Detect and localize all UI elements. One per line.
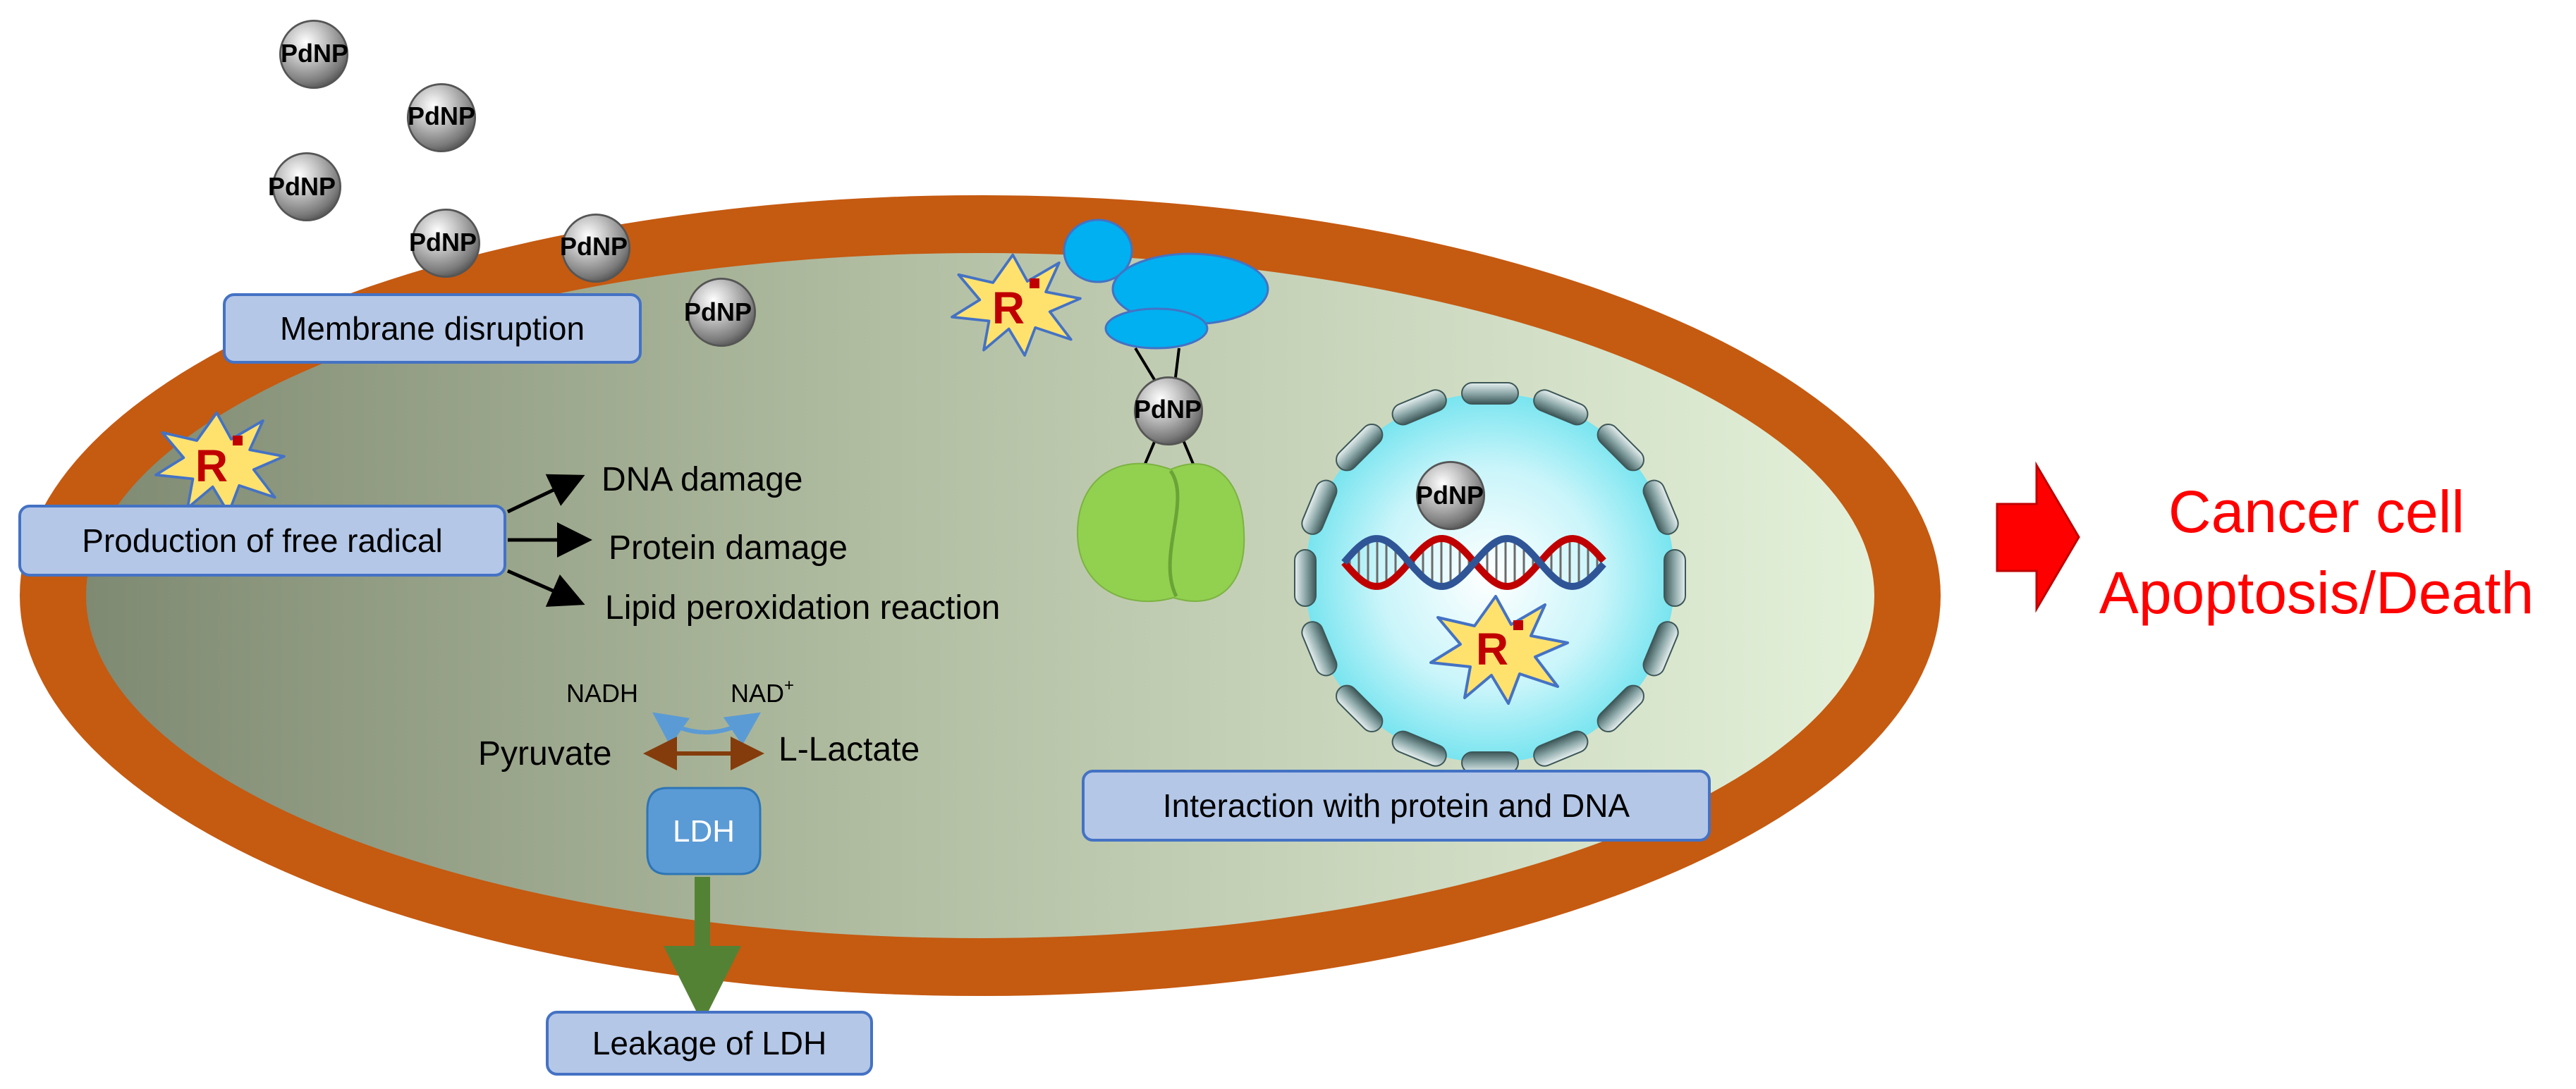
nuclear-pore-segment bbox=[1642, 621, 1679, 677]
nanoparticle-label: PdNP bbox=[408, 101, 475, 130]
nuclear-pore-segment bbox=[1533, 389, 1589, 426]
arrow-to-dna-damage bbox=[506, 474, 585, 514]
protein-globule-seam bbox=[1168, 469, 1180, 598]
radical-symbol: R bbox=[1476, 624, 1508, 675]
lipid-peroxidation-label: Lipid peroxidation reaction bbox=[605, 589, 1000, 627]
ldh-label: LDH bbox=[673, 814, 735, 849]
nanoparticle-label: PdNP bbox=[1134, 395, 1202, 424]
nuclear-pore-segment bbox=[1336, 684, 1384, 732]
radical-dot bbox=[233, 436, 243, 445]
protein-subunit bbox=[1063, 219, 1133, 283]
arrow-to-lipid-peroxidation bbox=[506, 569, 585, 607]
protein-damage-label: Protein damage bbox=[609, 529, 848, 567]
leakage-box: Leakage of LDH bbox=[546, 1011, 873, 1076]
nuclear-pores bbox=[1294, 382, 1686, 774]
lactate-label: L-Lactate bbox=[779, 731, 920, 768]
dna-helix bbox=[1341, 534, 1606, 591]
free-radical-box: Production of free radical bbox=[18, 505, 506, 577]
membrane-disruption-label: Membrane disruption bbox=[280, 310, 585, 347]
bound-nanoparticle: PdNP bbox=[1133, 376, 1204, 446]
nanoparticle: PdNP bbox=[409, 208, 481, 278]
radical-dot bbox=[1513, 620, 1523, 630]
nanoparticle-label: PdNP bbox=[281, 39, 348, 68]
nuclear-pore-segment bbox=[1391, 730, 1447, 767]
protein-globule bbox=[1076, 462, 1245, 603]
nuclear-pore-segment bbox=[1294, 549, 1317, 607]
outcome-line-2: Apoptosis/Death bbox=[2099, 560, 2534, 626]
dna-bound-nanoparticle: PdNP bbox=[1415, 460, 1486, 531]
membrane-disruption-box: Membrane disruption bbox=[223, 293, 642, 364]
nanoparticle: PdNP bbox=[684, 277, 757, 347]
nuclear-pore-segment bbox=[1391, 389, 1447, 426]
interaction-box: Interaction with protein and DNA bbox=[1082, 770, 1711, 842]
nadh-label: NADH bbox=[566, 679, 638, 708]
cofactor-exchange-arrow bbox=[652, 712, 761, 746]
pyruvate-label: Pyruvate bbox=[478, 735, 611, 773]
interaction-label: Interaction with protein and DNA bbox=[1163, 787, 1630, 824]
protein-complex bbox=[1063, 219, 1269, 603]
radical-symbol: R bbox=[992, 283, 1025, 333]
nuclear-pore-segment bbox=[1533, 730, 1589, 767]
nanoparticle: PdNP bbox=[268, 152, 342, 222]
nanoparticle: PdNP bbox=[279, 19, 349, 90]
radical-symbol: R bbox=[195, 441, 228, 491]
damage-arrows bbox=[506, 474, 592, 607]
nad-label: NAD+ bbox=[731, 676, 794, 708]
outcome-arrow bbox=[1996, 461, 2080, 613]
nanoparticle-label: PdNP bbox=[684, 297, 752, 326]
protein-subunit bbox=[1104, 307, 1209, 350]
nanoparticle-label: PdNP bbox=[560, 232, 628, 261]
ldh-enzyme: LDH bbox=[646, 787, 762, 875]
protein-radical-burst: R bbox=[952, 255, 1080, 356]
free-radical-label: Production of free radical bbox=[82, 522, 442, 559]
nanoparticle: PdNP bbox=[406, 82, 477, 153]
nuclear-pore-segment bbox=[1642, 479, 1679, 535]
nuclear-pore-segment bbox=[1597, 684, 1644, 732]
nuclear-pore-segment bbox=[1664, 549, 1686, 607]
nuclear-pore-segment bbox=[1461, 382, 1519, 405]
nuclear-radical-burst: R bbox=[1431, 596, 1568, 703]
nanoparticle-label: PdNP bbox=[268, 172, 336, 201]
nuclear-pore-segment bbox=[1301, 479, 1338, 535]
dna-strand bbox=[1341, 534, 1606, 591]
nuclear-pore-segment bbox=[1336, 424, 1384, 472]
nanoparticle: PdNP bbox=[560, 213, 631, 283]
dna-damage-label: DNA damage bbox=[602, 461, 803, 498]
nuclear-pore-segment bbox=[1301, 621, 1338, 677]
outcome-line-1: Cancer cell bbox=[2168, 479, 2465, 545]
leakage-label: Leakage of LDH bbox=[592, 1025, 826, 1062]
nanoparticle-label: PdNP bbox=[1416, 481, 1484, 510]
nanoparticle-label: PdNP bbox=[409, 228, 477, 257]
nuclear-pore-segment bbox=[1597, 424, 1644, 472]
radical-dot bbox=[1030, 278, 1039, 288]
free-radical-burst: R bbox=[156, 413, 284, 514]
